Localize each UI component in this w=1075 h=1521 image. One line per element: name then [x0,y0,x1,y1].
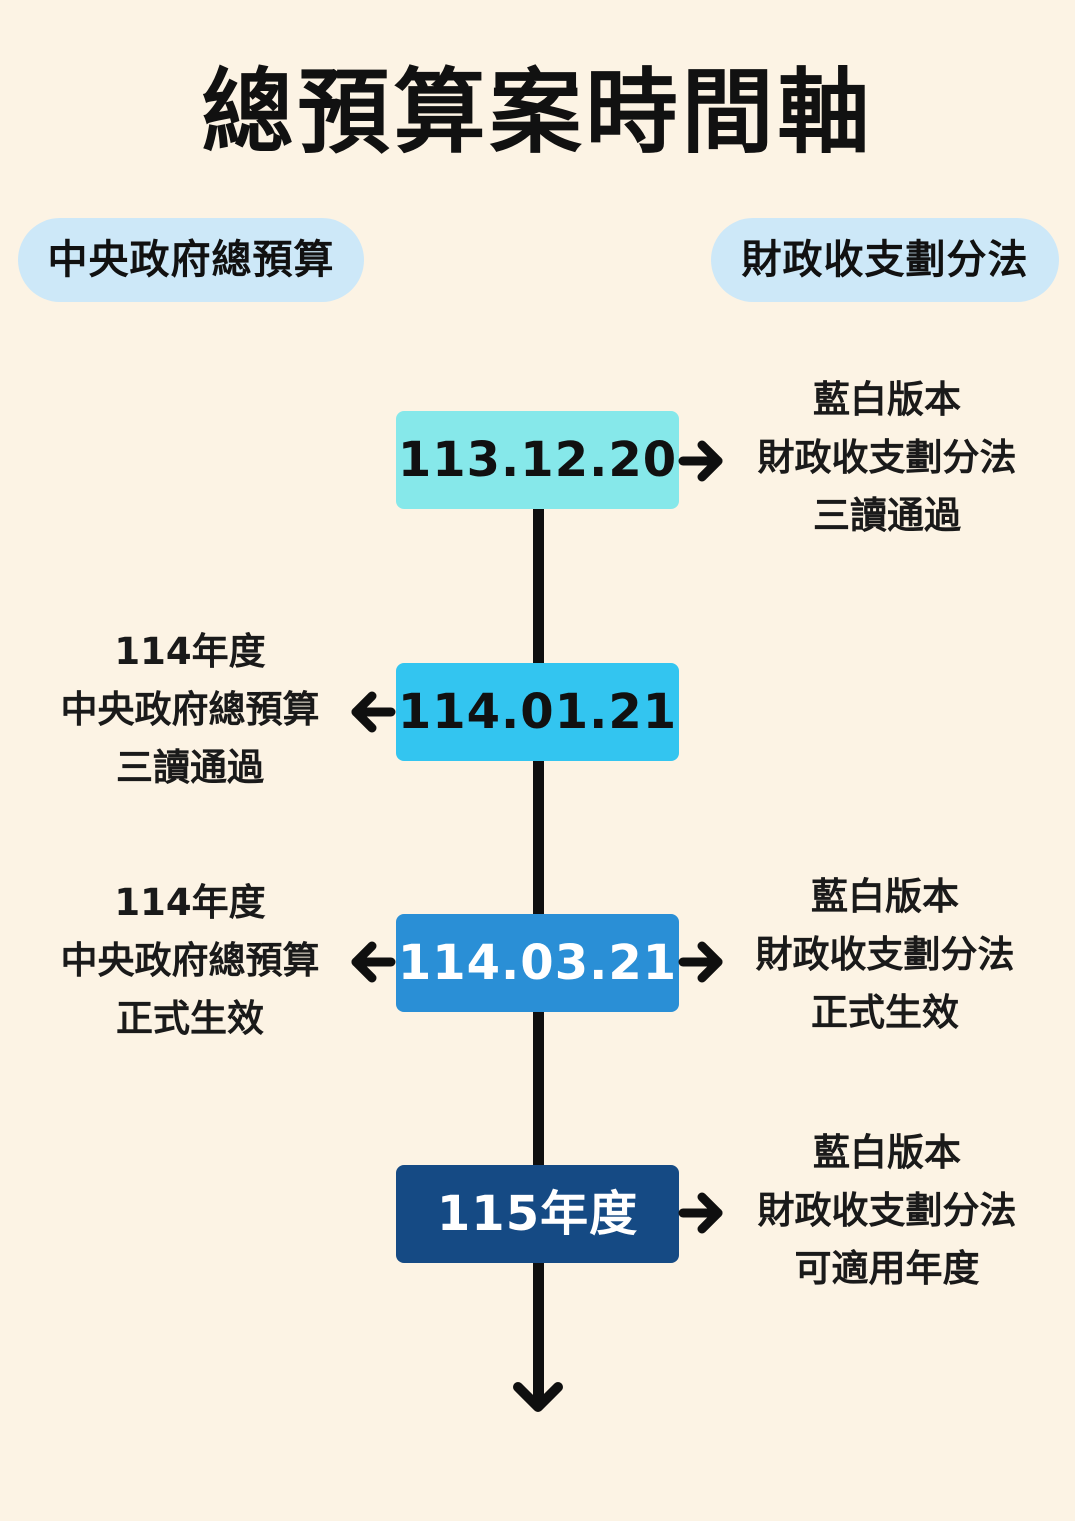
annotation-line: 可適用年度 [794,1247,980,1290]
arrow-left-icon [351,941,396,983]
annotation-line: 正式生效 [116,997,264,1040]
annotation-right-3: 藍白版本 財政收支劃分法 正式生效 [720,868,1050,1042]
arrow-right-icon [678,941,723,983]
annotation-line: 114年度 [114,630,266,673]
annotation-line: 藍白版本 [813,1131,961,1174]
annotation-line: 財政收支劃分法 [755,933,1015,976]
annotation-line: 財政收支劃分法 [757,436,1017,479]
annotation-line: 三讀通過 [813,494,961,537]
arrow-right-icon [678,1192,723,1234]
header-pill-fiscal-law: 財政收支劃分法 [711,218,1059,302]
page-title: 總預算案時間軸 [201,59,874,166]
annotation-line: 中央政府總預算 [60,939,320,982]
annotation-right-4: 藍白版本 財政收支劃分法 可適用年度 [722,1124,1052,1298]
timeline-node-113-12-20: 113.12.20 [396,411,679,509]
annotation-line: 114年度 [114,881,266,924]
arrow-right-icon [678,440,723,482]
annotation-line: 藍白版本 [811,875,959,918]
arrow-left-icon [351,691,396,733]
annotation-line: 正式生效 [811,991,959,1034]
annotation-line: 中央政府總預算 [60,688,320,731]
annotation-right-1: 藍白版本 財政收支劃分法 三讀通過 [722,371,1052,545]
annotation-left-3: 114年度 中央政府總預算 正式生效 [25,874,355,1048]
annotation-line: 三讀通過 [116,746,264,789]
annotation-line: 財政收支劃分法 [757,1189,1017,1232]
timeline-node-114-03-21: 114.03.21 [396,914,679,1012]
annotation-line: 藍白版本 [813,378,961,421]
header-pill-central-budget: 中央政府總預算 [18,218,364,302]
timeline-node-115: 115年度 [396,1165,679,1263]
timeline-node-114-01-21: 114.01.21 [396,663,679,761]
annotation-left-2: 114年度 中央政府總預算 三讀通過 [25,623,355,797]
